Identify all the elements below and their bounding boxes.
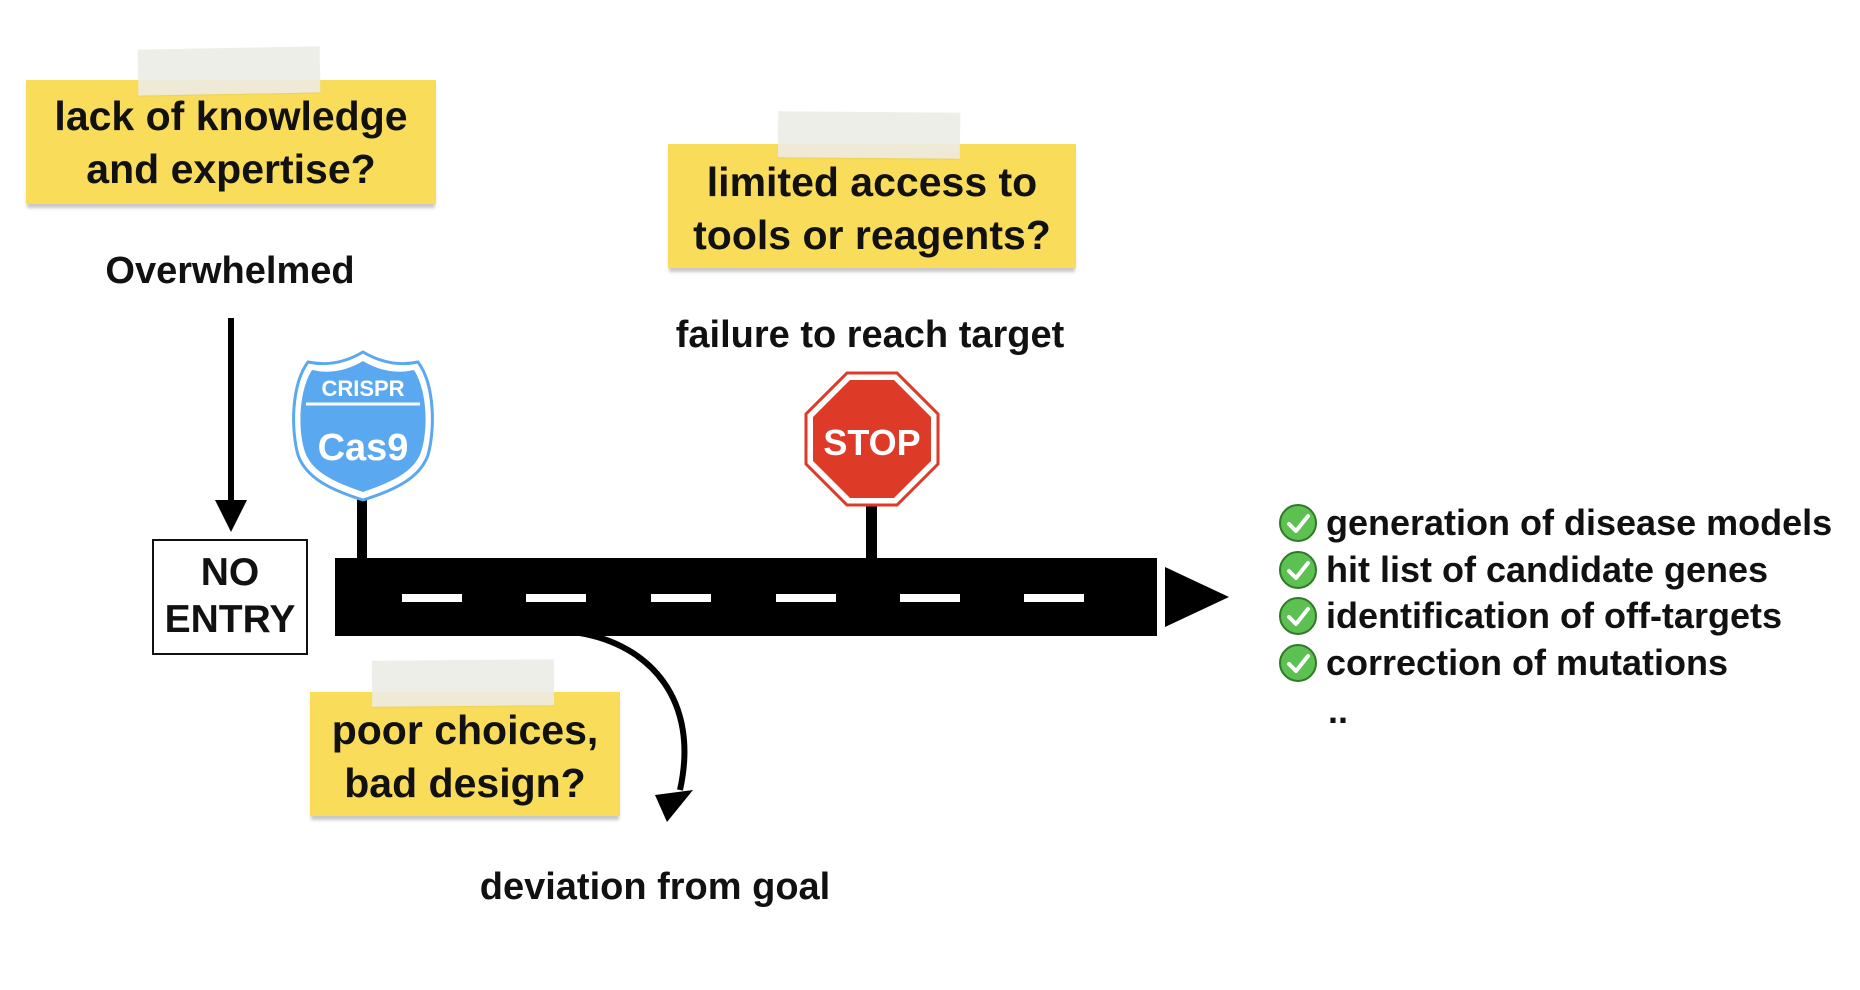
caption-deviation: deviation from goal: [479, 866, 831, 908]
list-item: hit list of candidate genes: [1278, 547, 1832, 594]
no-entry-line1: NO: [200, 551, 260, 594]
results-list: generation of disease models hit list of…: [1278, 500, 1832, 686]
list-item: correction of mutations: [1278, 640, 1832, 687]
route-shield-icon: CRISPR Cas9: [292, 350, 434, 502]
down-arrow-icon: [215, 318, 247, 532]
sticky-note-access-line1: limited access to: [706, 159, 1038, 205]
caption-overwhelmed: Overwhelmed: [105, 250, 355, 292]
sticky-note-choices-line2: bad design?: [344, 760, 586, 806]
list-item: identification of off-targets: [1278, 593, 1832, 640]
check-circle-icon: [1279, 643, 1317, 682]
stop-sign-icon: STOP: [804, 371, 940, 507]
deviation-curve-arrow-icon: [579, 630, 693, 822]
result-text: correction of mutations: [1326, 641, 1729, 683]
result-text: identification of off-targets: [1326, 595, 1782, 637]
no-entry-line2: ENTRY: [164, 598, 296, 641]
shield-pole: [357, 495, 367, 560]
road-lane-markings: [402, 594, 1084, 602]
road: [335, 558, 1157, 636]
check-circle-icon: [1279, 504, 1317, 543]
stop-sign-label: STOP: [823, 422, 920, 463]
list-item: generation of disease models: [1278, 500, 1832, 547]
sticky-note-knowledge: lack of knowledge and expertise?: [26, 80, 436, 204]
sticky-note-access: limited access to tools or reagents?: [668, 144, 1076, 268]
shield-main-label: Cas9: [318, 427, 409, 469]
check-circle-icon: [1279, 597, 1317, 636]
shield-top-label: CRISPR: [321, 376, 404, 401]
results-more: ..: [1328, 690, 1349, 731]
road-arrowhead-icon: [1165, 567, 1229, 627]
sticky-note-access-line2: tools or reagents?: [693, 212, 1051, 258]
result-text: hit list of candidate genes: [1326, 548, 1769, 590]
sticky-note-choices-line1: poor choices,: [331, 707, 599, 753]
sticky-note-knowledge-line1: lack of knowledge: [54, 93, 408, 139]
caption-failure: failure to reach target: [675, 314, 1065, 356]
stop-pole: [866, 505, 877, 560]
no-entry-box: NO ENTRY: [152, 539, 308, 655]
sticky-note-choices: poor choices, bad design?: [310, 692, 620, 816]
sticky-note-knowledge-line2: and expertise?: [86, 146, 376, 192]
check-circle-icon: [1279, 550, 1317, 589]
result-text: generation of disease models: [1326, 502, 1833, 544]
